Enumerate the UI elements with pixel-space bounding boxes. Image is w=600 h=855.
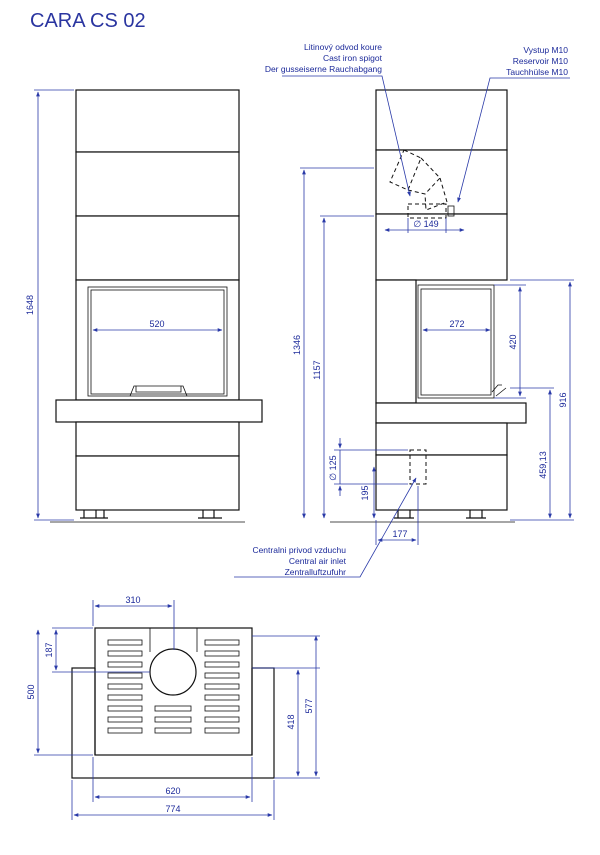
outlet-callout-de: Tauchhülse M10: [506, 67, 568, 77]
plan-left-vents: [107, 639, 143, 734]
plan-spigot-depth-label: 187: [44, 642, 54, 657]
side-feet: [394, 510, 486, 519]
front-glass: [90, 289, 225, 395]
total-height-label: 1648: [25, 295, 35, 315]
front-panel-top: [75, 89, 240, 153]
front-panel-base-2: [75, 455, 240, 511]
side-panel-top: [375, 89, 508, 151]
side-door-handle: [491, 384, 507, 397]
side-column: [375, 279, 417, 404]
spigot-callout: Litinový odvod koure Cast iron spigot De…: [265, 42, 383, 74]
front-feet: [80, 510, 222, 519]
front-view: 1648 520: [25, 89, 263, 523]
front-hearth-plate: [55, 399, 263, 423]
plan-total-width-label: 774: [165, 804, 180, 814]
page-title: CARA CS 02: [30, 10, 146, 32]
side-panel-3: [375, 213, 508, 281]
side-panel-base-2: [375, 454, 508, 511]
spigot-callout-en: Cast iron spigot: [323, 53, 383, 63]
plan-width-label: 620: [165, 786, 180, 796]
side-firebox: [417, 284, 495, 399]
air-callout-de: Zentralluftzufuhr: [285, 567, 347, 577]
spigot-height-label: 1346: [292, 335, 302, 355]
spigot-callout-de: Der gusseiserne Rauchabgang: [265, 64, 382, 74]
side-height-label: 916: [558, 392, 568, 407]
glass-width-label: 520: [149, 319, 164, 329]
outlet-height-label: 459,13: [538, 451, 548, 479]
outlet-callout-en: Reservoir M10: [513, 56, 569, 66]
spigot-axis-label: 1157: [312, 360, 322, 379]
plan-spigot-offset-label: 310: [125, 595, 140, 605]
plan-sides: [94, 668, 253, 755]
side-panel-2: [375, 149, 508, 215]
air-diameter-label: ∅ 125: [328, 455, 338, 480]
outlet-callout-cs: Vystup M10: [523, 45, 568, 55]
front-panel-2: [75, 151, 240, 217]
air-callout: Centralni privod vzduchu Central air inl…: [252, 545, 346, 577]
plan-depth-label: 500: [26, 684, 36, 699]
flue-spigot: [389, 149, 448, 219]
outlet-leader: [457, 77, 570, 203]
plan-right-vents: [204, 639, 240, 734]
firebox-opening: [87, 286, 228, 397]
air-leader: [234, 477, 417, 578]
front-panel-base-1: [75, 421, 240, 457]
side-view: 1346 1157 ∅ 125 195 177 ∅ 149 272: [234, 75, 574, 578]
air-inlet: [409, 449, 427, 485]
plan-total-depth-label: 577: [304, 698, 314, 713]
outlet-callout: Vystup M10 Reservoir M10 Tauchhülse M10: [506, 45, 568, 77]
plan-inner-depth-label: 418: [286, 714, 296, 729]
air-height-label: 195: [360, 485, 370, 500]
flue-diameter-label: ∅ 149: [413, 219, 438, 229]
plan-spigot-channel: [149, 627, 198, 652]
m10-outlet: [447, 205, 455, 217]
air-callout-en: Central air inlet: [289, 556, 347, 566]
spigot-leader: [282, 75, 411, 197]
side-glass: [420, 288, 492, 396]
plan-flue-opening: [149, 648, 197, 696]
glass-height-label: 420: [508, 334, 518, 349]
front-panel-3: [75, 215, 240, 281]
spigot-callout-cs: Litinový odvod koure: [304, 42, 382, 52]
side-hearth-plate: [375, 402, 527, 424]
firebox-frame: [75, 279, 240, 401]
side-glass-width-label: 272: [449, 319, 464, 329]
fire-grate: [129, 385, 188, 397]
plan-view: 310 187 500 577 418 620 774: [26, 595, 320, 820]
air-callout-cs: Centralni privod vzduchu: [252, 545, 346, 555]
plan-center-vents: [154, 705, 192, 734]
air-offset-label: 177: [392, 529, 407, 539]
